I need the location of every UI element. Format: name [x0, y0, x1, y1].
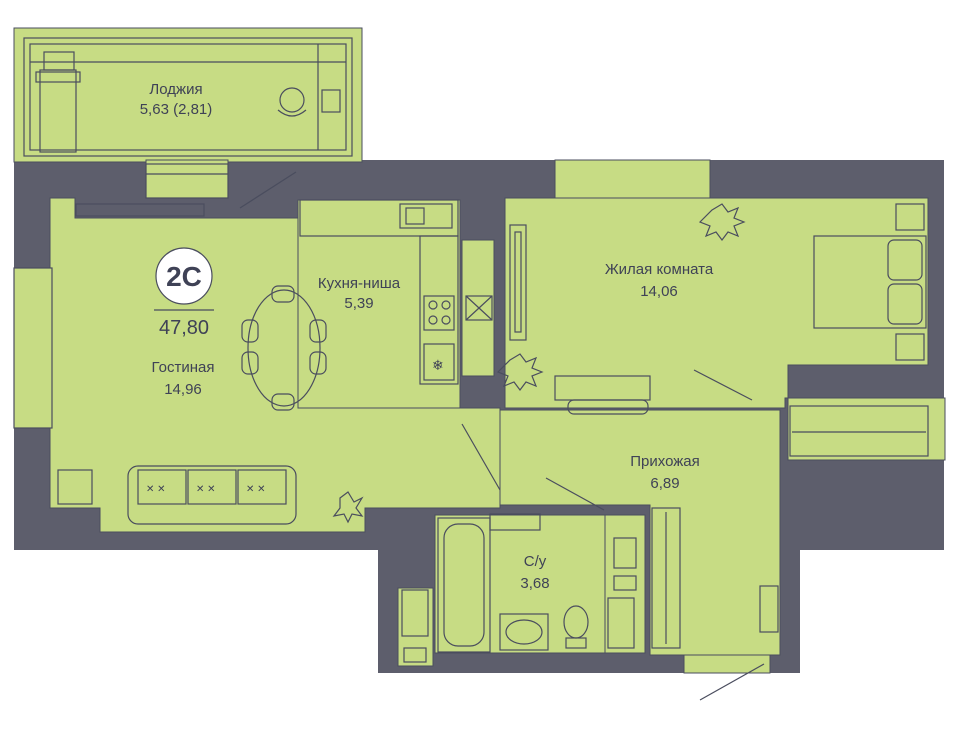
- toilet-icon: [563, 605, 589, 649]
- svg-text:❄: ❄: [432, 357, 444, 373]
- floors: [13, 27, 946, 667]
- kitchen-floor: [297, 199, 461, 409]
- exercise-bike-icon: [277, 87, 341, 117]
- room-area-bedroom: 14,06: [640, 283, 678, 300]
- apartment-type: 2С: [166, 261, 202, 292]
- loggia-details: [23, 37, 353, 157]
- room-labels: Лоджия 5,63 (2,81) Кухня-ниша 5,39 Жилая…: [140, 81, 714, 592]
- room-area-hallway: 6,89: [650, 475, 679, 492]
- hallway-floor: [499, 409, 781, 656]
- hallway-details: [461, 423, 779, 701]
- apartment-badge: 2С: [154, 247, 214, 311]
- room-area-loggia: 5,63 (2,81): [140, 101, 213, 118]
- room-area-living: 14,96: [164, 381, 202, 398]
- room-name-bedroom: Жилая комната: [605, 261, 714, 278]
- svg-text:✕ ✕: ✕ ✕: [246, 484, 266, 495]
- bedroom-floor: [504, 197, 946, 461]
- room-name-loggia: Лоджия: [149, 81, 202, 98]
- bathtub-icon: [437, 517, 491, 653]
- loggia-floor: [13, 27, 363, 163]
- kitchen-details: ❄: [297, 199, 500, 409]
- svg-text:✕ ✕: ✕ ✕: [146, 484, 166, 495]
- living-details: ✕ ✕ ✕ ✕ ✕ ✕: [13, 163, 364, 525]
- plant-icon: [332, 491, 364, 524]
- room-name-living: Гостиная: [152, 359, 215, 376]
- room-name-hallway: Прихожая: [630, 453, 700, 470]
- svg-text:✕ ✕: ✕ ✕: [196, 484, 216, 495]
- sink-icon: [499, 613, 549, 651]
- bathroom-details: [401, 513, 637, 663]
- room-area-bathroom: 3,68: [520, 575, 549, 592]
- bed-icon: [813, 203, 927, 361]
- bedroom-details: [496, 203, 929, 457]
- room-name-bathroom: С/у: [524, 553, 547, 570]
- treadmill-icon: [35, 51, 81, 153]
- total-area: 47,80: [159, 317, 209, 339]
- sofa-icon: ✕ ✕ ✕ ✕ ✕ ✕: [127, 465, 297, 525]
- room-name-kitchen: Кухня-ниша: [318, 275, 401, 292]
- room-area-kitchen: 5,39: [344, 295, 373, 312]
- dining-table-icon: [241, 285, 327, 411]
